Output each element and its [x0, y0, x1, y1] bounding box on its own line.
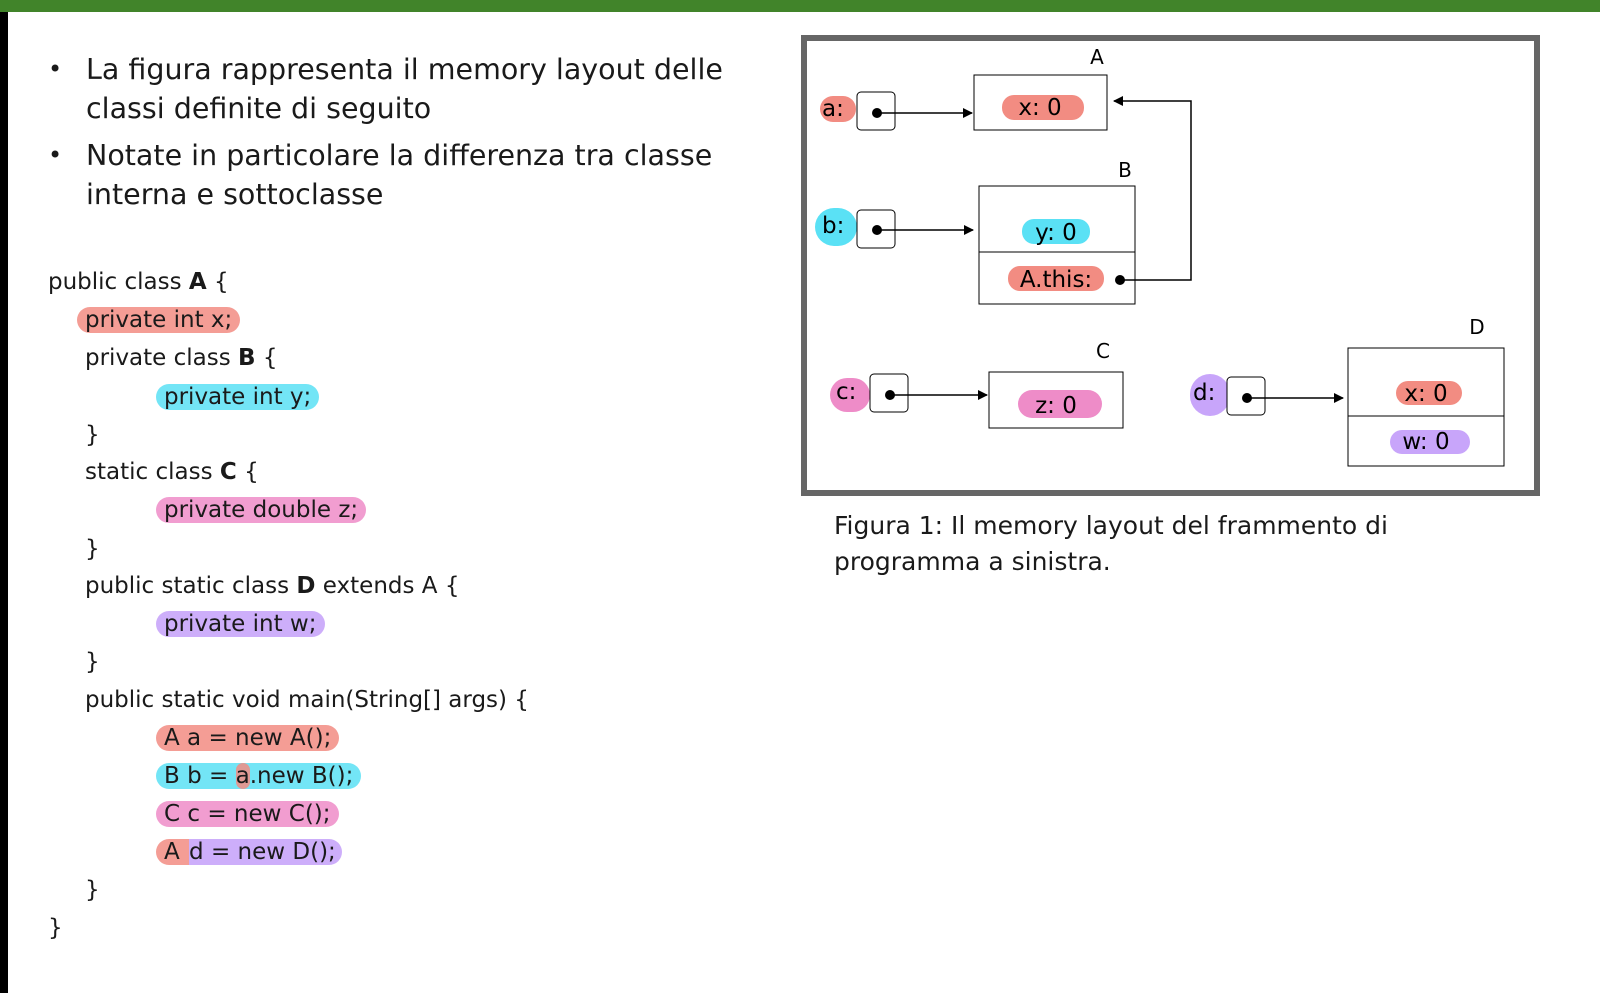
- field-w-highlight: [1390, 430, 1470, 454]
- code-class-name: A: [188, 269, 207, 295]
- code-class-name: C: [219, 459, 237, 485]
- class-a-label: A: [1090, 45, 1104, 69]
- bullet-item: Notate in particolare la differenza tra …: [48, 136, 768, 214]
- var-c-label: c:: [836, 379, 856, 405]
- code-line-new-d: A d = new D();: [156, 837, 342, 867]
- top-accent-bar: [0, 0, 1600, 12]
- var-a-highlight: [820, 96, 856, 122]
- field-y: y: 0: [1035, 220, 1077, 246]
- code-line-field-w: private int w;: [156, 609, 325, 639]
- bullet-item: La figura rappresenta il memory layout d…: [48, 50, 768, 128]
- var-d-highlight: [1190, 374, 1230, 416]
- code-line-class-c: static class C {: [85, 457, 259, 487]
- code-line-new-b: B b = a.new B();: [156, 761, 362, 791]
- field-athis-highlight: [1008, 266, 1104, 291]
- code-text: .new B();: [249, 763, 354, 789]
- code-brace: extends A {: [315, 573, 460, 599]
- field-x: x: 0: [1018, 95, 1061, 121]
- bullet-list: La figura rappresenta il memory layout d…: [48, 50, 768, 222]
- class-b-label: B: [1118, 158, 1132, 182]
- code-line-close: }: [85, 536, 100, 562]
- object-a-box: [973, 74, 1108, 131]
- code-class-name: B: [238, 345, 256, 371]
- var-c-highlight: [830, 378, 870, 412]
- field-z-highlight: [1018, 390, 1102, 418]
- var-a-label: a:: [822, 96, 844, 122]
- code-highlight-d: private int w;: [156, 611, 325, 637]
- figure-caption: Figura 1: Il memory layout del frammento…: [834, 511, 1388, 576]
- object-d-box: [1347, 347, 1505, 467]
- code-highlight-a: a: [235, 763, 250, 789]
- code-highlight-c: private double z;: [156, 497, 367, 523]
- code-keyword: public class: [48, 269, 189, 295]
- code-highlight-c: C c = new C();: [156, 801, 339, 827]
- code-keyword: static class: [85, 459, 220, 485]
- field-w: w: 0: [1402, 429, 1449, 455]
- field-dx: x: 0: [1404, 381, 1447, 407]
- code-line-field-y: private int y;: [156, 382, 320, 412]
- code-highlight-a: A: [156, 839, 190, 865]
- class-d-label: D: [1469, 315, 1484, 339]
- code-line-field-z: private double z;: [156, 495, 367, 525]
- var-b-label: b:: [822, 213, 844, 239]
- code-listing: public class A { private int x; private …: [0, 0, 760, 993]
- code-line-new-c: C c = new C();: [156, 799, 339, 829]
- object-b-box: [978, 185, 1136, 305]
- code-text: B b =: [164, 763, 236, 789]
- figure-frame: [801, 35, 1540, 496]
- code-highlight-a: A a = new A();: [156, 725, 340, 751]
- code-brace: {: [206, 269, 229, 295]
- object-c-box: [988, 371, 1124, 429]
- code-line-main: public static void main(String[] args) {: [85, 687, 529, 713]
- field-x-highlight: [1002, 95, 1084, 120]
- left-edge-bar: [0, 12, 8, 993]
- code-keyword: public static class: [85, 573, 297, 599]
- code-line-close: }: [48, 915, 63, 941]
- var-d-label: d:: [1193, 380, 1215, 406]
- code-keyword: private class: [85, 345, 239, 371]
- code-highlight-d: d = new D();: [189, 839, 342, 865]
- code-class-name: D: [296, 573, 316, 599]
- code-highlight-b: B b = a.new B();: [156, 763, 362, 789]
- field-dx-highlight: [1396, 381, 1462, 405]
- field-y-highlight: [1022, 219, 1090, 244]
- code-line-close: }: [85, 422, 100, 448]
- var-b-highlight: [815, 208, 857, 246]
- field-z: z: 0: [1035, 393, 1077, 419]
- code-line-class-a: public class A {: [48, 267, 229, 297]
- code-line-field-x: private int x;: [77, 305, 241, 335]
- code-line-class-b: private class B {: [85, 343, 278, 373]
- code-line-close: }: [85, 877, 100, 903]
- code-line-class-d: public static class D extends A {: [85, 571, 459, 601]
- code-line-new-a: A a = new A();: [156, 723, 340, 753]
- code-highlight-a: private int x;: [77, 307, 241, 333]
- code-brace: {: [255, 345, 278, 371]
- arrow-athis-to-a: [1113, 96, 1192, 281]
- code-brace: {: [236, 459, 259, 485]
- code-highlight-b: private int y;: [156, 384, 320, 410]
- field-athis: A.this:: [1020, 267, 1092, 293]
- code-line-close: }: [85, 649, 100, 675]
- memory-layout-figure: a: b: c: d: A x: 0 B y: 0 A.this: C z: 0…: [801, 35, 1540, 496]
- class-c-label: C: [1096, 339, 1110, 363]
